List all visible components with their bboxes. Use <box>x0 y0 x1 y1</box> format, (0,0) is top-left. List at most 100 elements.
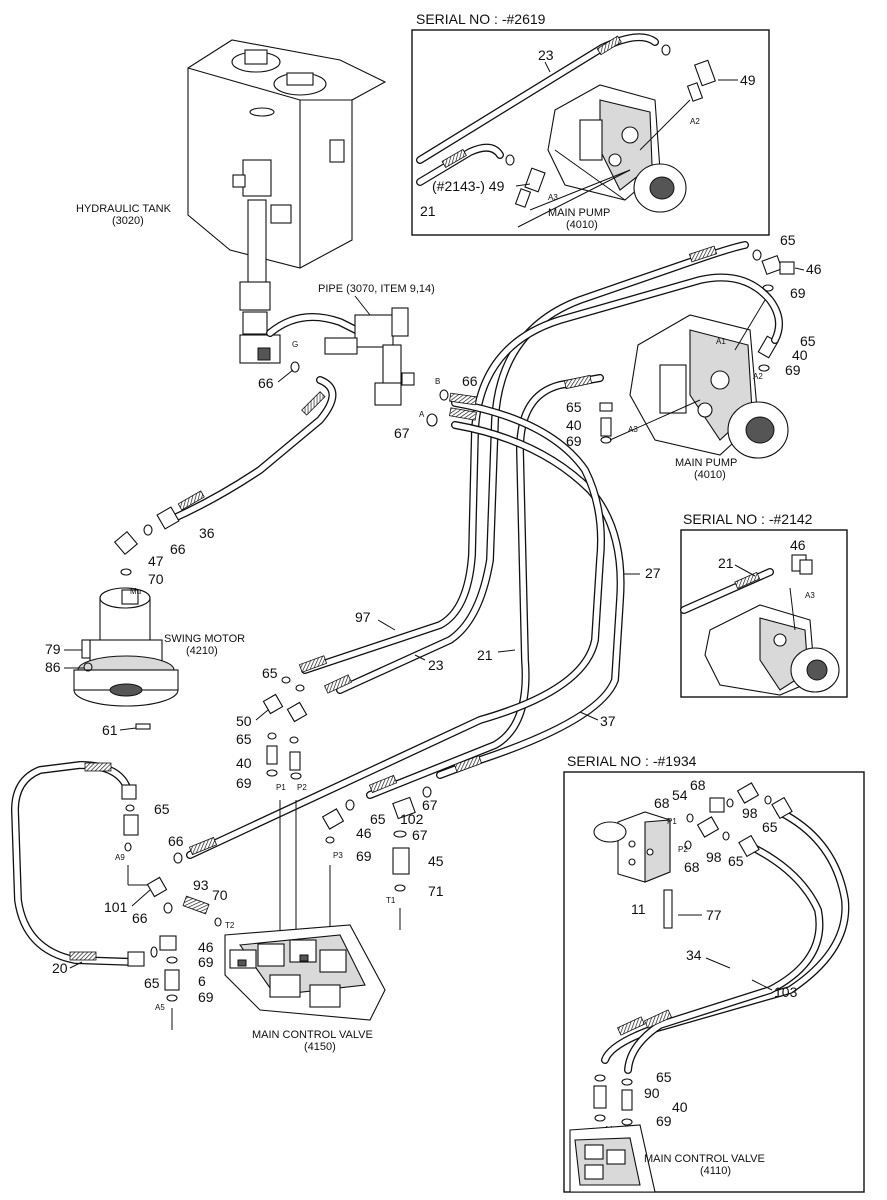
callout-21-2142: 21 <box>718 555 734 571</box>
serial-label-1934: SERIAL NO : -#1934 <box>567 753 697 769</box>
callout-69-pump-right: 69 <box>785 362 801 378</box>
callout-50: 50 <box>236 713 252 729</box>
port-a9-label: A9 <box>115 853 125 862</box>
swing-motor-ref: (4210) <box>186 645 218 657</box>
callout-65-1934a: 65 <box>762 819 778 835</box>
callout-66-cv: 66 <box>168 833 184 849</box>
serial-box-1934: SERIAL NO : -#1934 P1 P2 <box>563 753 865 1193</box>
callout-6: 6 <box>198 973 206 989</box>
callout-21-main: 21 <box>477 647 493 663</box>
hose-36 <box>156 376 337 530</box>
port-a1-label: A1 <box>716 337 726 346</box>
swing-motor-label: SWING MOTOR <box>164 633 245 645</box>
callout-65-pump-top: 65 <box>780 232 796 248</box>
callout-37: 37 <box>600 713 616 729</box>
main-pump-label-middle: MAIN PUMP <box>675 457 737 469</box>
elbow-fitting-49-upper <box>661 44 717 102</box>
callout-98-1934b: 98 <box>706 849 722 865</box>
main-pump-label-top: MAIN PUMP <box>548 207 610 219</box>
callout-54: 54 <box>672 787 688 803</box>
serial-box-2142: SERIAL NO : -#2142 A3 <box>680 511 848 698</box>
callout-65-1934b: 65 <box>728 853 744 869</box>
callout-40-pump: 40 <box>792 347 808 363</box>
callout-40-p: 40 <box>236 755 252 771</box>
callout-69-1934: 69 <box>656 1113 672 1129</box>
pipe-label: PIPE (3070, ITEM 9,14) <box>318 283 435 295</box>
main-control-valve-label-1934: MAIN CONTROL VALVE <box>644 1153 765 1165</box>
callout-79: 79 <box>45 641 61 657</box>
main-pump-ref-middle: (4010) <box>694 469 726 481</box>
callout-69-pump-left: 69 <box>566 433 582 449</box>
callout-98-1934a: 98 <box>742 805 758 821</box>
callout-68-1934c: 68 <box>684 859 700 875</box>
callout-65-pump-right: 65 <box>800 333 816 349</box>
callout-20: 20 <box>52 960 68 976</box>
port-mu-label: Mu <box>130 587 141 596</box>
callout-66-tank: 66 <box>258 375 274 391</box>
callout-69-cv2: 69 <box>198 989 214 1005</box>
callout-36: 36 <box>199 525 215 541</box>
callout-46-pump: 46 <box>806 261 822 277</box>
port-a5-label: A5 <box>155 1003 165 1012</box>
callout-46-cv: 46 <box>198 939 214 955</box>
port-p1-label: P1 <box>276 783 286 792</box>
port-p2-label: P2 <box>297 783 307 792</box>
hose-21 <box>366 374 604 799</box>
callout-71: 71 <box>428 883 444 899</box>
callout-2143-49: (#2143-) 49 <box>432 178 505 194</box>
callout-34: 34 <box>686 947 702 963</box>
port-p2-label-1934: P2 <box>678 845 688 854</box>
callout-67-b: 67 <box>412 827 428 843</box>
callout-11: 11 <box>631 901 646 917</box>
callout-65-1934c: 65 <box>656 1069 672 1085</box>
callout-66-cv2: 66 <box>132 910 148 926</box>
callout-69-cv: 69 <box>198 954 214 970</box>
callout-49: 49 <box>740 72 756 88</box>
callout-90: 90 <box>644 1085 660 1101</box>
callout-68-1934a: 68 <box>690 777 706 793</box>
callout-68-1934b: 68 <box>654 795 670 811</box>
callout-23-main: 23 <box>428 657 444 673</box>
serial-label-2142: SERIAL NO : -#2142 <box>683 511 813 527</box>
swing-motor <box>73 587 179 707</box>
callout-86: 86 <box>45 659 61 675</box>
main-control-valve-ref-1934: (4110) <box>700 1165 731 1177</box>
callout-103: 103 <box>774 984 798 1000</box>
main-control-valve-ref: (4150) <box>304 1041 336 1053</box>
callout-65-loop: 65 <box>154 801 170 817</box>
port-t2-label: T2 <box>225 921 235 930</box>
port-a2-label-mid: A2 <box>753 372 763 381</box>
main-pump-illustration-top <box>547 84 687 213</box>
callout-46-2142: 46 <box>790 537 806 553</box>
serial-label-2619: SERIAL NO : -#2619 <box>416 11 546 27</box>
callout-101: 101 <box>104 899 128 915</box>
callout-40-1934: 40 <box>672 1099 688 1115</box>
callout-66-swing: 66 <box>170 541 186 557</box>
callout-45: 45 <box>428 853 444 869</box>
port-b-label: B <box>435 377 440 386</box>
callout-69-p3: 69 <box>356 848 372 864</box>
hose-97 <box>298 273 783 674</box>
callout-65-cv: 65 <box>144 975 160 991</box>
hose-20 <box>11 761 145 967</box>
callout-70-swing: 70 <box>148 571 164 587</box>
callout-23: 23 <box>538 47 554 63</box>
callout-21: 21 <box>420 203 436 219</box>
callout-47: 47 <box>148 553 164 569</box>
callout-102: 102 <box>400 811 424 827</box>
hydraulic-tank <box>187 39 387 364</box>
port-p1-label-1934: P1 <box>667 817 677 826</box>
pipe-3070 <box>266 307 415 406</box>
main-pump-illustration-middle <box>629 314 789 459</box>
elbow-fitting-49-lower <box>505 154 546 208</box>
callout-61: 61 <box>102 722 118 738</box>
callout-69-pump-top: 69 <box>790 285 806 301</box>
hydraulic-tank-label: HYDRAULIC TANK <box>76 203 172 215</box>
callout-46-p3: 46 <box>356 825 372 841</box>
callout-69-p: 69 <box>236 775 252 791</box>
main-control-valve-4150 <box>224 924 386 1021</box>
hose-23 <box>323 241 749 694</box>
hydraulic-tank-ref: (3020) <box>112 215 144 227</box>
callout-70-cv: 70 <box>212 887 228 903</box>
main-control-valve-label: MAIN CONTROL VALVE <box>252 1029 373 1041</box>
